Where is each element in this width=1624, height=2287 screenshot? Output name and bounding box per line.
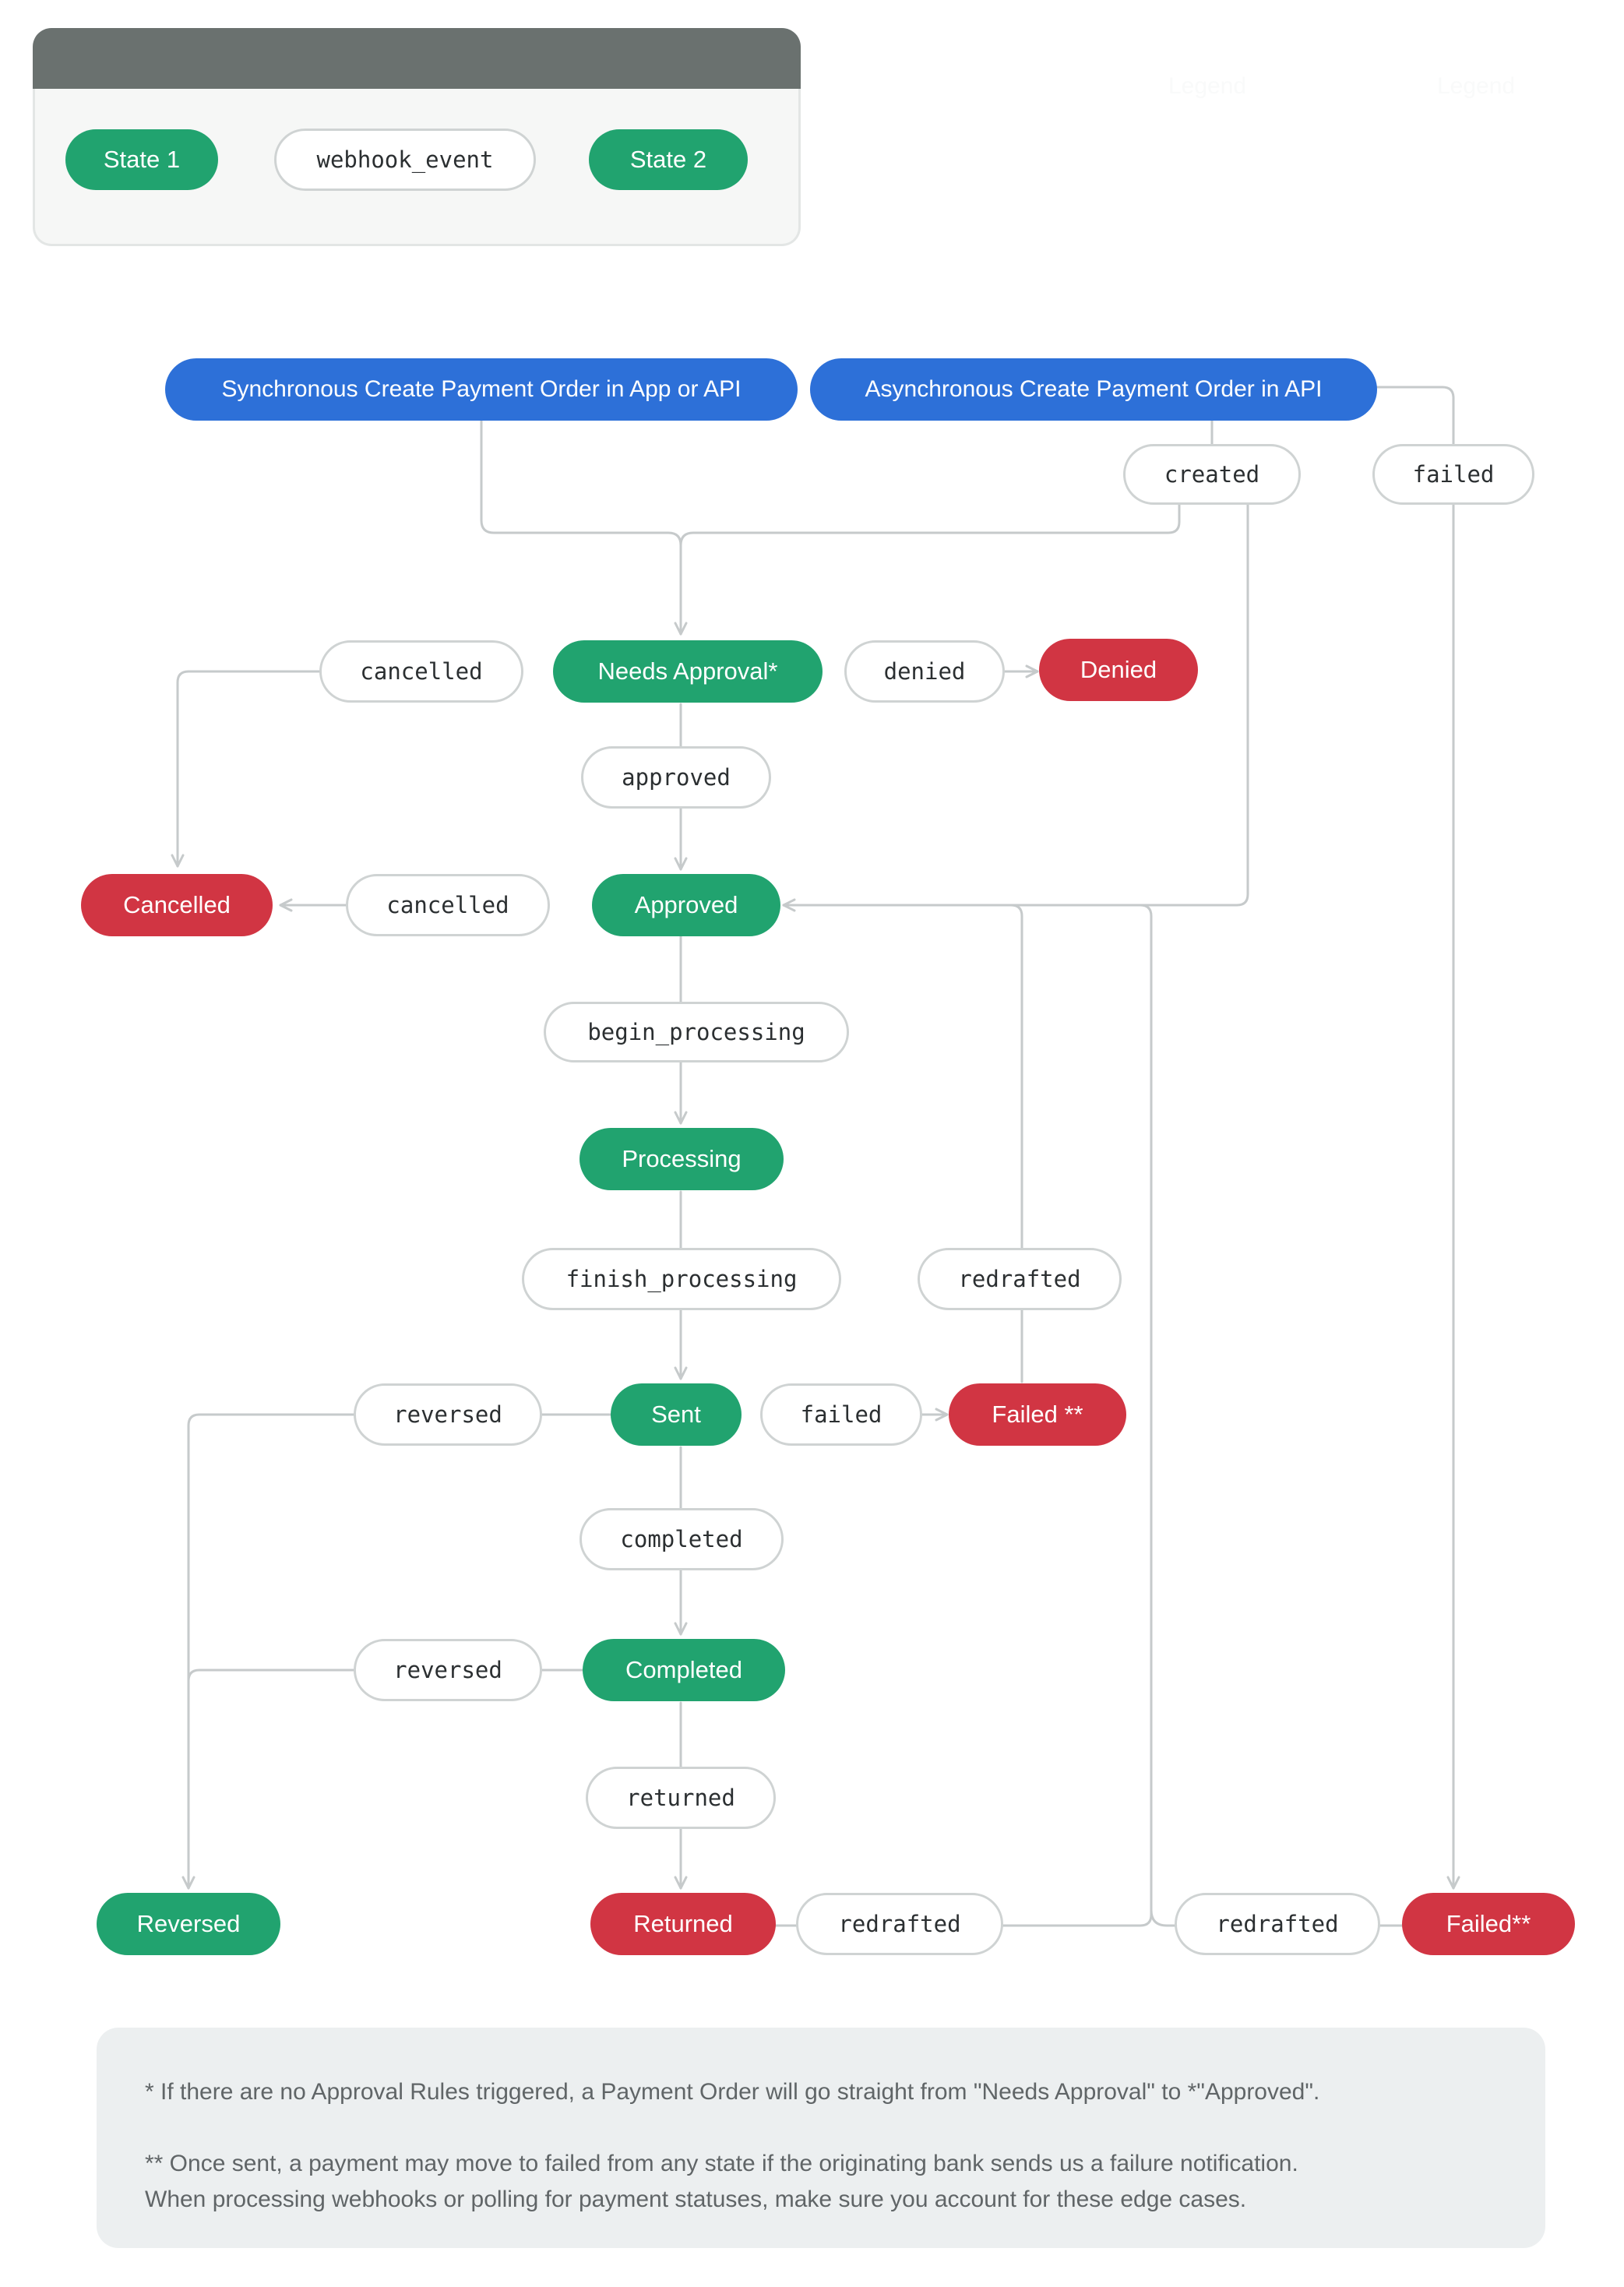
state-processing: Processing: [579, 1128, 784, 1190]
state-needs-approval: Needs Approval*: [553, 640, 823, 703]
event-failed-async: failed: [1372, 444, 1534, 505]
async-create-entry: Asynchronous Create Payment Order in API: [810, 358, 1377, 421]
event-redrafted-final: redrafted: [1175, 1893, 1380, 1955]
failed-final-redrafted-line: [1150, 1908, 1407, 1927]
event-redrafted-returned: redrafted: [796, 1893, 1003, 1955]
sync-to-needs-approval-line: [480, 418, 688, 636]
state-sent: Sent: [611, 1383, 742, 1446]
state-completed: Completed: [583, 1639, 785, 1701]
event-cancelled-needs-approval: cancelled: [319, 640, 523, 703]
legend-webhook-event: webhook_event: [274, 129, 536, 191]
async-failed-line: [1376, 386, 1455, 446]
created-to-needs-approval-line: [679, 501, 1181, 547]
event-cancelled-approved: cancelled: [346, 874, 550, 936]
event-finish-processing: finish_processing: [522, 1248, 841, 1310]
event-reversed-completed: reversed: [354, 1639, 542, 1701]
state-reversed: Reversed: [97, 1893, 280, 1955]
created-to-approved-line: [782, 501, 1249, 912]
failed-sent-to-approved-line: [782, 904, 1023, 1383]
legend-state-1: State 1: [65, 129, 218, 190]
event-approved: approved: [581, 746, 771, 809]
state-cancelled: Cancelled: [81, 874, 273, 936]
sync-create-entry: Synchronous Create Payment Order in App …: [165, 358, 798, 421]
event-reversed-sent: reversed: [354, 1383, 542, 1446]
state-denied: Denied: [1039, 639, 1198, 701]
needs-approval-to-cancelled-line: [171, 670, 321, 868]
state-approved: Approved: [592, 874, 780, 936]
state-failed-final: Failed**: [1402, 1893, 1575, 1955]
footnotes: * If there are no Approval Rules trigger…: [97, 2028, 1545, 2248]
legend-header-label: Legend: [1168, 73, 1247, 99]
returned-redrafted-line: [774, 904, 1153, 1927]
event-denied: denied: [844, 640, 1005, 703]
event-redrafted-failed: redrafted: [918, 1248, 1122, 1310]
legend-header: Legend Legend: [33, 28, 1515, 99]
event-failed-sent: failed: [760, 1383, 922, 1446]
footnote-approval-rules: * If there are no Approval Rules trigger…: [145, 2079, 1320, 2105]
event-completed: completed: [579, 1508, 784, 1570]
event-begin-processing: begin_processing: [544, 1002, 849, 1062]
footnote-edge-cases: When processing webhooks or polling for …: [145, 2187, 1247, 2212]
event-returned: returned: [586, 1767, 776, 1829]
footnote-failure-notification: ** Once sent, a payment may move to fail…: [145, 2151, 1298, 2176]
event-created: created: [1123, 444, 1301, 505]
sent-to-reversed-line: [181, 1413, 614, 1890]
state-failed-sent: Failed **: [949, 1383, 1126, 1446]
state-returned: Returned: [590, 1893, 776, 1955]
legend-header-label: Legend: [1437, 73, 1516, 99]
completed-to-reversed-line: [187, 1669, 584, 1683]
legend-state-2: State 2: [589, 129, 748, 190]
